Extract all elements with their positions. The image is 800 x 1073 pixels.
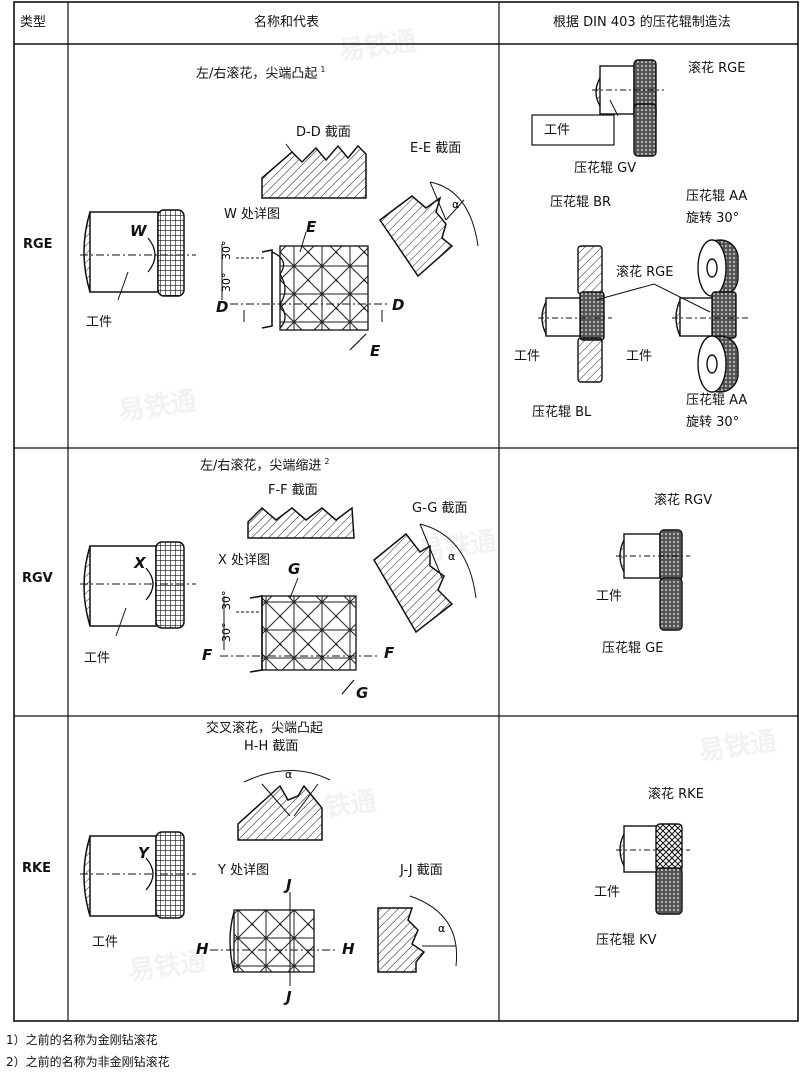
angle-30-label: 30°	[220, 273, 233, 293]
rge-method-rotation-bottom: 旋转 30°	[686, 415, 740, 430]
header-type: 类型	[20, 15, 47, 30]
rgv-workpiece-label: 工件	[84, 651, 111, 666]
rge-section-dd-label: D-D 截面	[296, 125, 351, 140]
rge-workpiece-label: 工件	[86, 315, 113, 330]
rgv-section-ff-label: F-F 截面	[268, 483, 318, 498]
angle-labels: α α α α 30° 30° 30° 30°	[220, 198, 459, 935]
rgv-cut-letter-g: G	[288, 560, 301, 578]
row-code-rgv: RGV	[22, 571, 53, 586]
rge-method-aa	[595, 239, 748, 393]
alpha-label: α	[452, 198, 459, 211]
rke-cut-letter-h: H	[342, 940, 355, 958]
rke-section-jj	[377, 895, 458, 973]
rke-method-kv	[616, 823, 690, 915]
rge-method-workpiece: 工件	[544, 123, 571, 138]
rge-cut-letter-d: D	[392, 296, 405, 314]
rke-detail-letter: Y	[138, 844, 149, 862]
rgv-detail-letter: X	[134, 554, 146, 572]
alpha-label: α	[448, 550, 455, 563]
rgv-section-gg	[373, 523, 477, 634]
rke-cut-letter-h: H	[196, 940, 209, 958]
alpha-label: α	[285, 768, 292, 781]
rke-method-roller-kv: 压花辊 KV	[596, 933, 657, 948]
rgv-cut-letter-f: F	[202, 646, 213, 664]
rge-detail-label: W 处详图	[224, 207, 280, 222]
rge-workpiece-box	[531, 114, 615, 146]
rgv-detail-label: X 处详图	[218, 553, 271, 568]
rke-detail-y	[210, 892, 338, 986]
rgv-cut-letter-f: F	[384, 644, 395, 662]
rge-method-knurl-2: 滚花 RGE	[616, 265, 674, 280]
rke-section-hh	[237, 770, 331, 841]
rge-detail-w	[221, 231, 390, 351]
rge-method-roller-bl: 压花辊 BL	[532, 405, 592, 420]
footnote-2: 2）之前的名称为非金刚钻滚花	[6, 1055, 170, 1069]
row-code-rge: RGE	[23, 237, 53, 252]
rge-cut-letter-e: E	[306, 218, 317, 236]
rke-workpiece-drawing	[80, 831, 196, 919]
rke-section-jj-label: J-J 截面	[400, 863, 443, 878]
rgv-section-gg-label: G-G 截面	[412, 501, 468, 516]
rke-section-hh-label: H-H 截面	[244, 739, 299, 754]
rge-method-knurl: 滚花 RGE	[688, 61, 746, 76]
rgv-method-workpiece: 工件	[596, 589, 623, 604]
angle-30-label: 30°	[220, 591, 233, 611]
header-method: 根据 DIN 403 的压花辊制造法	[553, 15, 731, 30]
row-code-rke: RKE	[22, 861, 51, 876]
rke-method-knurl: 滚花 RKE	[648, 787, 704, 802]
rge-cut-letter-e: E	[370, 342, 381, 360]
rge-section-dd	[261, 143, 367, 199]
rge-method-roller-br: 压花辊 BR	[550, 195, 612, 210]
rge-detail-letter: W	[130, 222, 147, 240]
rgv-workpiece-drawing	[80, 541, 196, 637]
alpha-label: α	[438, 922, 445, 935]
rge-method-roller-gv: 压花辊 GV	[574, 161, 637, 176]
header-name: 名称和代表	[254, 15, 320, 30]
rke-detail-label: Y 处详图	[218, 863, 270, 878]
rgv-section-ff	[247, 506, 355, 539]
rgv-cut-letter-g: G	[356, 684, 369, 702]
rge-method-workpiece-right: 工件	[626, 349, 653, 364]
angle-30-label: 30°	[220, 241, 233, 261]
rge-section-ee-label: E-E 截面	[410, 141, 462, 156]
angle-30-label: 30°	[220, 623, 233, 643]
rke-method-workpiece: 工件	[594, 885, 621, 900]
rge-method-roller-aa: 压花辊 AA	[686, 189, 748, 204]
watermark-text: 易铁通	[697, 725, 779, 767]
watermark-text: 易铁通	[337, 25, 419, 67]
rge-method-gv	[592, 59, 664, 157]
rge-method-roller-aa-bottom: 压花辊 AA	[686, 393, 748, 408]
rge-section-ee	[378, 181, 479, 278]
rge-method-br-bl	[538, 245, 612, 383]
watermark-layer: 易铁通 易铁通 易铁通 易铁通 易铁通 易铁通	[117, 25, 779, 987]
rge-method-rotation: 旋转 30°	[686, 211, 740, 226]
rke-cut-letter-j: J	[286, 988, 292, 1006]
rke-workpiece-label: 工件	[92, 935, 119, 950]
rke-title: 交叉滚花，尖端凸起	[206, 721, 324, 736]
watermark-text: 易铁通	[117, 385, 199, 427]
rge-cut-letter-d: D	[216, 298, 229, 316]
rgv-detail-x	[220, 577, 380, 695]
rge-workpiece-drawing	[80, 209, 196, 301]
rgv-method-knurl: 滚花 RGV	[654, 493, 713, 508]
rgv-method-roller-ge: 压花辊 GE	[602, 641, 664, 656]
rge-method-workpiece-left: 工件	[514, 349, 541, 364]
rgv-method-ge	[616, 529, 690, 631]
rke-cut-letter-j: J	[286, 876, 292, 894]
footnote-1: 1）之前的名称为金刚钻滚花	[6, 1033, 158, 1047]
table-grid	[13, 1, 799, 1022]
